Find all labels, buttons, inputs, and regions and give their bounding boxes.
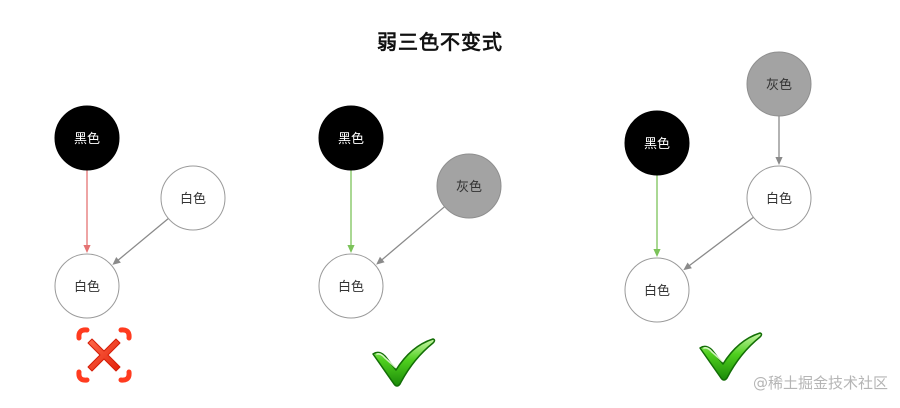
node-label: 黑色: [644, 136, 670, 152]
node-gray: 灰色: [746, 51, 812, 117]
node-circle: [318, 253, 384, 319]
node-circle: [436, 153, 502, 219]
node-label: 黑色: [338, 131, 364, 147]
arrowhead-icon: [83, 245, 91, 253]
checkmark-icon: [372, 338, 436, 387]
node-gray: 灰色: [436, 153, 502, 219]
node-label: 白色: [766, 191, 792, 207]
checkmark-icon: [699, 332, 763, 381]
arrowhead-icon: [376, 256, 385, 265]
node-white: 白色: [54, 253, 120, 319]
node-black: 黑色: [318, 105, 384, 171]
arrowhead-icon: [775, 157, 783, 165]
node-label: 黑色: [74, 131, 100, 147]
node-label: 白色: [644, 283, 670, 299]
edge-arrow: [112, 217, 169, 265]
node-white: 白色: [160, 165, 226, 231]
arrowhead-icon: [347, 245, 355, 253]
edge-arrow: [775, 116, 783, 165]
cross-icon: [76, 327, 132, 383]
edge-line: [687, 216, 754, 268]
arrowhead-icon: [653, 249, 661, 257]
node-black: 黑色: [54, 105, 120, 171]
node-label: 白色: [180, 191, 206, 207]
node-circle: [624, 110, 690, 176]
edge-line: [380, 206, 446, 262]
edge-arrow: [683, 216, 754, 271]
node-circle: [318, 105, 384, 171]
node-white: 白色: [746, 165, 812, 231]
edge-line: [116, 217, 169, 262]
node-label: 灰色: [766, 77, 792, 93]
node-label: 白色: [74, 279, 100, 295]
edge-arrow: [347, 170, 355, 253]
node-label: 灰色: [456, 179, 482, 195]
arrowhead-icon: [112, 257, 121, 265]
node-black: 黑色: [624, 110, 690, 176]
watermark: @稀土掘金技术社区: [752, 374, 888, 392]
node-circle: [746, 51, 812, 117]
node-circle: [54, 253, 120, 319]
node-circle: [746, 165, 812, 231]
diagram-title: 弱三色不变式: [377, 30, 503, 54]
node-white: 白色: [318, 253, 384, 319]
edge-arrow: [376, 206, 446, 265]
node-circle: [54, 105, 120, 171]
node-circle: [624, 257, 690, 323]
arrowhead-icon: [683, 262, 692, 271]
node-label: 白色: [338, 279, 364, 295]
edge-arrow: [653, 175, 661, 257]
node-circle: [160, 165, 226, 231]
edge-arrow: [83, 170, 91, 253]
node-white: 白色: [624, 257, 690, 323]
